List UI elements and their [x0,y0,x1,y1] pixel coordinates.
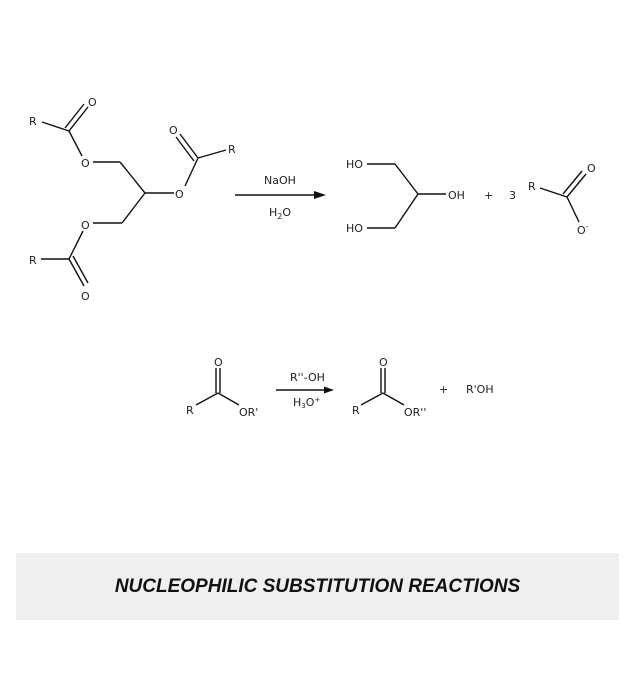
reagent-alcohol: R''-OH [290,371,325,384]
hydroxyl-label: HO [346,222,363,235]
title-banner: NUCLEOPHILIC SUBSTITUTION REACTIONS [16,553,619,620]
plus-sign: + [484,189,493,202]
oxide-label: O- [577,222,589,237]
triglyceride: R O O O O R O R O [29,96,236,303]
banner-title: NUCLEOPHILIC SUBSTITUTION REACTIONS [114,575,521,597]
hydroxyl-label: HO [346,158,363,171]
r-group-label: R [228,143,236,156]
hydroxyl-label: OH [448,189,465,202]
reagent-water: H2O [269,206,291,221]
reaction-arrow-2: R''-OH H3O+ [276,371,334,410]
alkoxy-label: OR'' [404,406,426,419]
r-group-label: R [29,254,37,267]
oxygen-label: O [587,162,596,175]
reagent-naoh: NaOH [264,174,296,187]
r-group-label: R [29,115,37,128]
coefficient: 3 [509,189,516,202]
alkoxy-label: OR' [239,406,258,419]
glycerol: HO OH HO [346,158,465,235]
oxygen-label: O [88,96,97,109]
oxygen-label: O [81,157,90,170]
oxygen-label: O [81,290,90,303]
ester-reactant: O R OR' [186,356,258,419]
ester-product: O R OR'' [352,356,426,419]
oxygen-label: O [379,356,388,369]
reaction-arrow-1: NaOH H2O [235,174,326,221]
r-group-label: R [186,404,194,417]
r-group-label: R [528,180,536,193]
plus-sign: + [439,383,448,396]
carboxylate: R O O- [528,162,596,237]
oxygen-label: O [169,124,178,137]
reagent-hydronium: H3O+ [293,396,320,410]
byproduct-alcohol: R'OH [466,383,494,396]
oxygen-label: O [175,188,184,201]
r-group-label: R [352,404,360,417]
oxygen-label: O [214,356,223,369]
oxygen-label: O [81,219,90,232]
